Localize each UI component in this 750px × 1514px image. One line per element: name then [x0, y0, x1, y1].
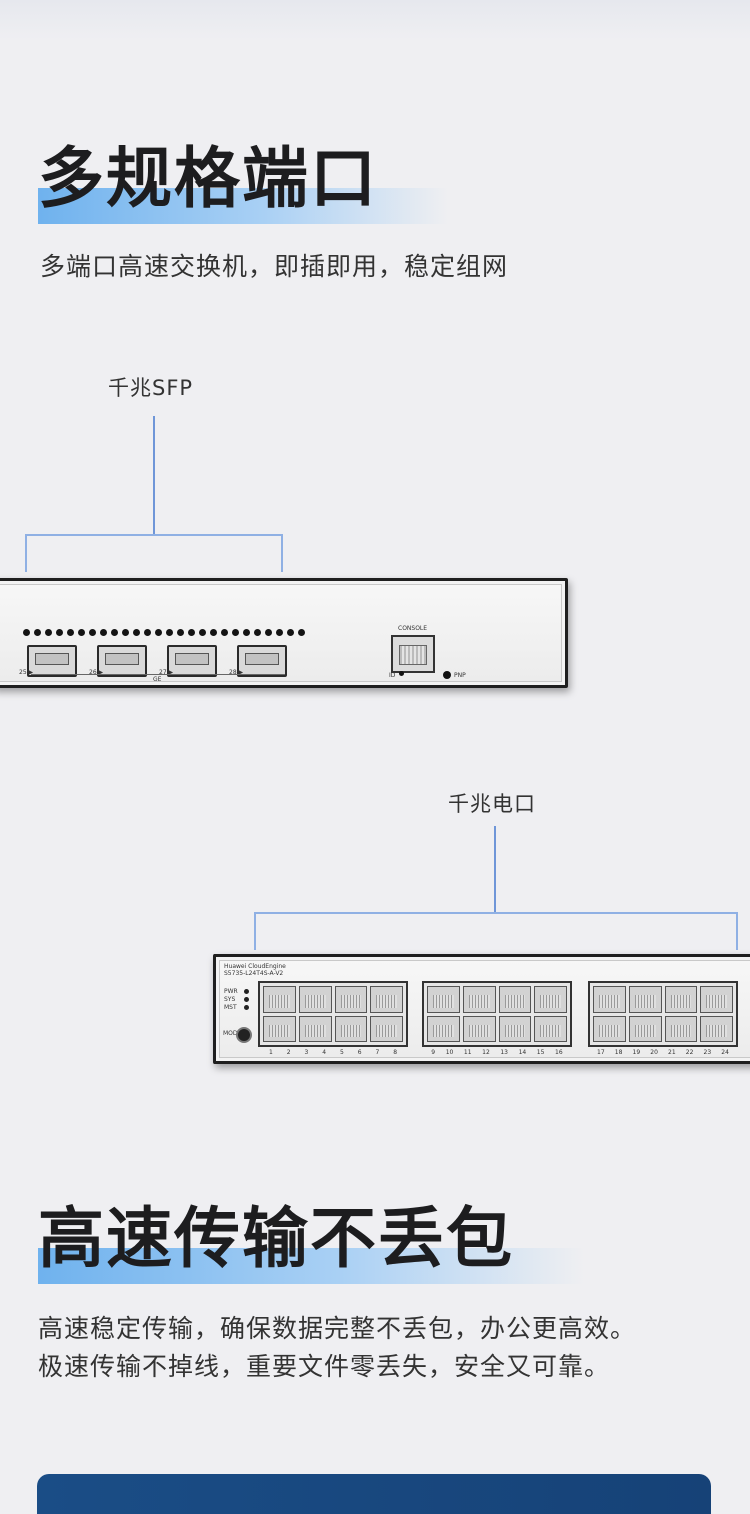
rj45-port-group-2: [422, 981, 572, 1047]
mode-label: MODE: [223, 1030, 242, 1037]
sfp-port-label: 28 ▶: [229, 669, 244, 676]
callout-line-sfp: [153, 416, 155, 534]
ge-group-line: [31, 674, 285, 675]
sfp-port-27: [167, 645, 217, 677]
rj45-port-group-3: [588, 981, 738, 1047]
status-led-mst: MST: [224, 1004, 249, 1011]
sfp-port-label: 26 ▶: [89, 669, 104, 676]
ge-label: GE: [153, 676, 162, 683]
section-title-transfer: 高速传输不丢包: [38, 1200, 514, 1277]
brand-label: Huawei CloudEngine: [224, 963, 286, 970]
sfp-port-label: 27 ▶: [159, 669, 174, 676]
sfp-port-label: 25 ▶: [19, 669, 34, 676]
section-title-ports: 多规格端口: [38, 140, 378, 217]
section-body-line-2: 极速传输不掉线，重要文件零丢失，安全又可靠。: [38, 1352, 611, 1381]
rj45-port-group-1: [258, 981, 408, 1047]
callout-label-copper: 千兆电口: [448, 792, 536, 816]
pnp-button: [443, 671, 451, 679]
id-label: ID: [389, 672, 396, 679]
id-led: [399, 671, 404, 676]
model-label: S5735-L24T4S-A-V2: [224, 970, 284, 977]
sfp-port-25: [27, 645, 77, 677]
sfp-led-row: [23, 629, 305, 636]
console-port: [391, 635, 435, 673]
status-led-pwr: PWR: [224, 988, 249, 995]
section-subtitle-ports: 多端口高速交换机，即插即用，稳定组网: [40, 252, 509, 281]
callout-label-sfp: 千兆SFP: [108, 376, 194, 400]
title-highlight-band: [38, 1248, 584, 1284]
sfp-port-28: [237, 645, 287, 677]
callout-bracket-sfp: [25, 534, 283, 572]
status-led-sys: SYS: [224, 996, 250, 1003]
switch-panel-sfp: 25 ▶ 26 ▶ 27 ▶ 28 ▶ GE CONSOLE ID PNP: [0, 578, 568, 688]
switch-panel-copper: Huawei CloudEngine S5735-L24T4S-A-V2 PWR…: [213, 954, 750, 1064]
sfp-port-26: [97, 645, 147, 677]
title-highlight-band: [38, 188, 448, 224]
callout-bracket-copper: [254, 912, 738, 950]
console-label: CONSOLE: [398, 625, 428, 632]
section-body-line-1: 高速稳定传输，确保数据完整不丢包，办公更高效。: [38, 1314, 637, 1343]
mode-button: [236, 1027, 252, 1043]
callout-line-copper: [494, 826, 496, 912]
bottom-blue-panel: [37, 1474, 711, 1514]
pnp-label: PNP: [454, 672, 466, 679]
top-image-fade: [0, 0, 750, 40]
